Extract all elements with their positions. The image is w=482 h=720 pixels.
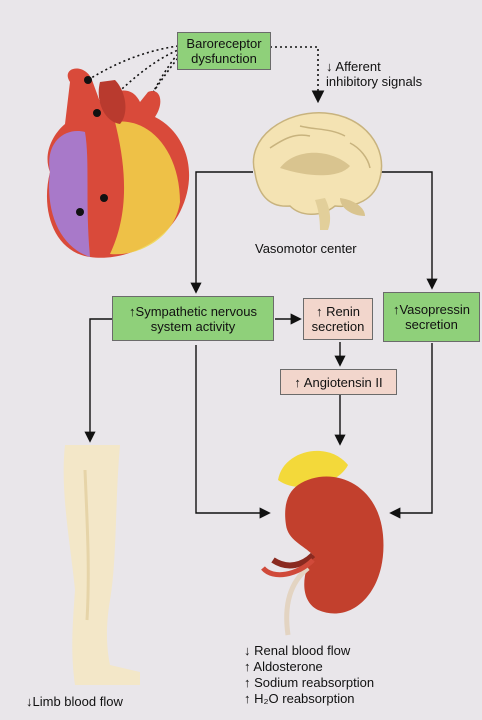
arrow-sympathetic-to-limb [90, 319, 113, 440]
renin-secretion-label: ↑ Renin secretion [308, 304, 368, 334]
afferent-arrow [270, 47, 318, 100]
kidney-effect-item: ↑ H₂O reabsorption [244, 691, 374, 707]
kidney-effect-item: ↑ Aldosterone [244, 659, 374, 675]
leg-illustration [45, 440, 155, 690]
limb-blood-flow-label: ↓Limb blood flow [26, 694, 123, 709]
baroreceptor-dysfunction-box: Baroreceptor dysfunction [177, 32, 271, 70]
vasopressin-secretion-label: ↑Vasopressin secretion [388, 302, 475, 332]
vasomotor-center-label: Vasomotor center [255, 241, 357, 256]
kidney-effect-item: ↓ Renal blood flow [244, 643, 374, 659]
renin-secretion-box: ↑ Renin secretion [303, 298, 373, 340]
sympathetic-activity-box: ↑Sympathetic nervous system activity [112, 296, 274, 341]
angiotensin-label: ↑ Angiotensin II [294, 375, 382, 390]
baroreceptor-dysfunction-label: Baroreceptor dysfunction [182, 36, 266, 66]
kidney-effect-item: ↑ Sodium reabsorption [244, 675, 374, 691]
kidney-effects-list: ↓ Renal blood flow ↑ Aldosterone ↑ Sodiu… [244, 643, 374, 707]
vasopressin-secretion-box: ↑Vasopressin secretion [383, 292, 480, 342]
kidney-illustration [258, 440, 408, 640]
angiotensin-box: ↑ Angiotensin II [280, 369, 397, 395]
brain-illustration [240, 108, 390, 233]
sympathetic-activity-label: ↑Sympathetic nervous system activity [117, 304, 269, 334]
afferent-signals-label: ↓ Afferent inhibitory signals [326, 59, 426, 89]
heart-illustration [30, 62, 210, 272]
